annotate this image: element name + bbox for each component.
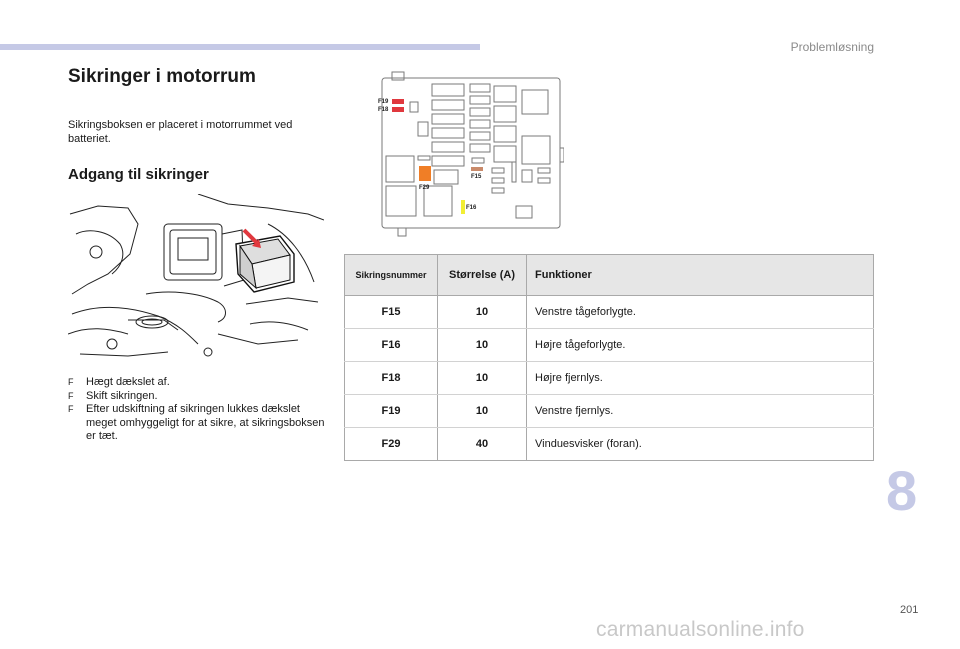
fuse-size: 10 (437, 361, 527, 395)
fuse-size: 10 (437, 295, 527, 329)
table-row: F29 40 Vinduesvisker (foran). (344, 427, 874, 461)
section-header: Problemløsning (790, 40, 874, 54)
fuse-f18-mark (392, 107, 404, 112)
fuse-number: F29 (344, 427, 438, 461)
fuse-function: Venstre fjernlys. (526, 394, 874, 428)
fuse-number: F19 (344, 394, 438, 428)
fuse-table: Sikringsnummer Størrelse (A) Funktioner … (344, 254, 874, 461)
table-row: F16 10 Højre tågeforlygte. (344, 328, 874, 362)
label-f29: F29 (419, 185, 430, 191)
label-f15: F15 (471, 174, 482, 180)
watermark: carmanualsonline.info (596, 618, 805, 641)
fuse-size: 40 (437, 427, 527, 461)
fuse-f19-mark (392, 99, 404, 104)
header-functions: Funktioner (526, 254, 874, 296)
fuse-box-diagram: F19 F18 F29 F15 F16 (378, 71, 564, 237)
intro-paragraph: Sikringsboksen er placeret i motorrummet… (68, 119, 293, 145)
label-f18: F18 (378, 107, 389, 113)
fuse-number: F15 (344, 295, 438, 329)
bullet-icon: F (68, 377, 74, 387)
header-accent-bar (0, 44, 480, 50)
fuse-number: F18 (344, 361, 438, 395)
fuse-number: F16 (344, 328, 438, 362)
fuse-function: Højre fjernlys. (526, 361, 874, 395)
table-row: F18 10 Højre fjernlys. (344, 361, 874, 395)
chapter-number: 8 (886, 459, 918, 522)
engine-bay-illustration (68, 194, 324, 366)
bullet-icon: F (68, 390, 74, 401)
fuse-f15-mark (471, 167, 483, 171)
fuse-size: 10 (437, 328, 527, 362)
page-number: 201 (900, 604, 919, 616)
fuse-f16-mark (461, 200, 465, 214)
fuse-function: Venstre tågeforlygte. (526, 295, 874, 329)
table-row: F15 10 Venstre tågeforlygte. (344, 295, 874, 329)
label-f19: F19 (378, 99, 389, 105)
table-row: F19 10 Venstre fjernlys. (344, 394, 874, 428)
table-header-row: Sikringsnummer Størrelse (A) Funktioner (344, 254, 874, 296)
header-size: Størrelse (A) (437, 254, 527, 296)
label-f16: F16 (466, 205, 477, 211)
fuse-size: 10 (437, 394, 527, 428)
header-fuse-number: Sikringsnummer (344, 254, 438, 296)
fuse-function: Højre tågeforlygte. (526, 328, 874, 362)
fuse-f29-mark (419, 166, 431, 181)
fuse-function: Vinduesvisker (foran). (526, 427, 874, 461)
bullet-icon: F (68, 404, 74, 414)
page-title: Sikringer i motorrum (68, 66, 256, 87)
section-subheading: Adgang til sikringer (68, 166, 209, 183)
